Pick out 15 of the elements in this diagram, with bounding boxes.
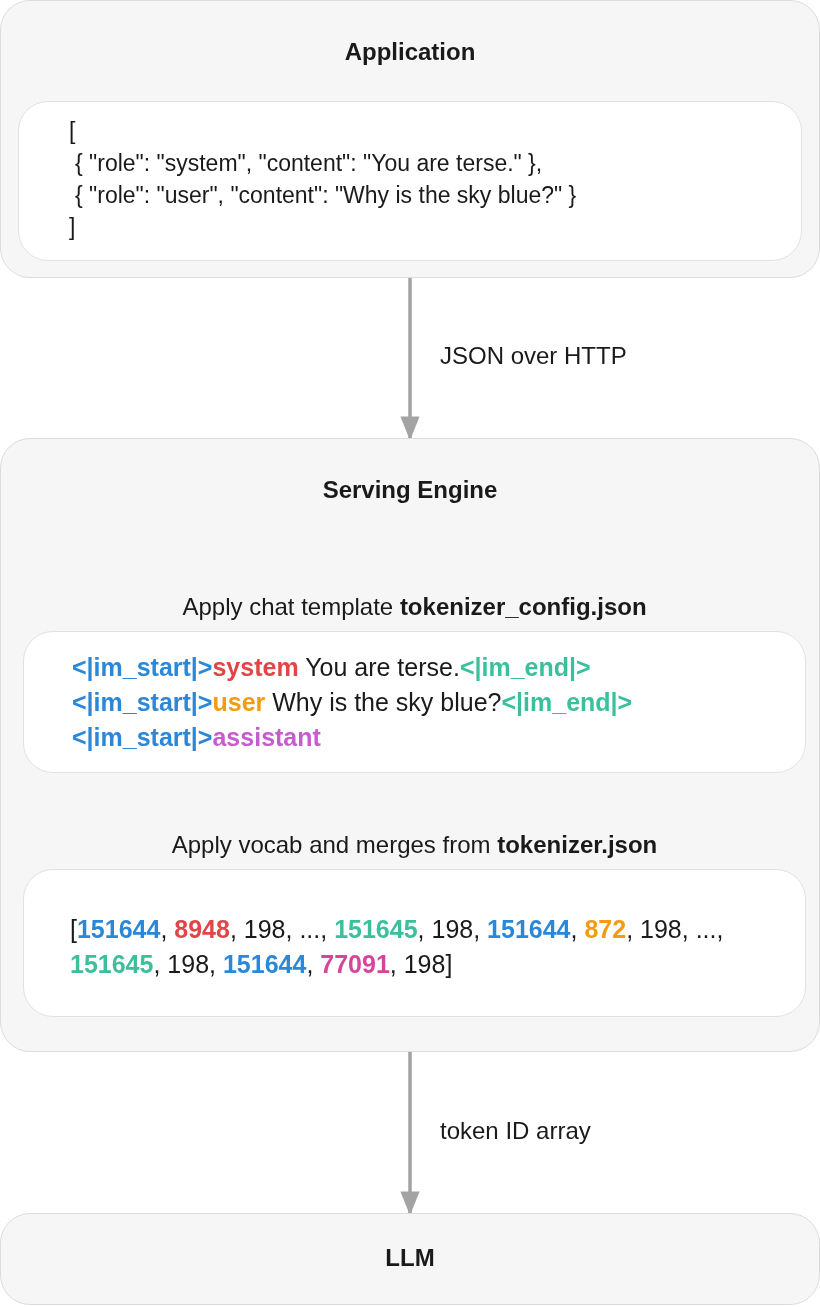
code-line: ] [69,214,76,241]
container-box [0,0,820,278]
container-title: Application [343,38,477,66]
model-box [0,1213,820,1305]
container-title: LLM [384,1244,436,1272]
step-heading: Apply vocab and merges from tokenizer.json [170,831,659,859]
container-box [0,438,820,1052]
code-line: [ [69,118,76,145]
code-line: { "role": "user", "content": "Why is the sky blue?" } [75,182,577,209]
token-id-box: [151644, 8948, 198, ..., 151645, 198, 151644, 872, 198, ..., 151645, 198, 151644, 77091, 198] [23,869,806,1017]
json-code-box [18,101,802,261]
container-title: Serving Engine [321,476,499,504]
step-heading: Apply chat template tokenizer_config.json [181,593,648,621]
code-line: { "role": "system", "content": "You are terse." }, [75,150,543,177]
chat-template-box: <|im_start|>system You are terse.<|im_end|> <|im_start|>user Why is the sky blue?<|im_end|> <|im_start|>assistant [23,631,806,773]
